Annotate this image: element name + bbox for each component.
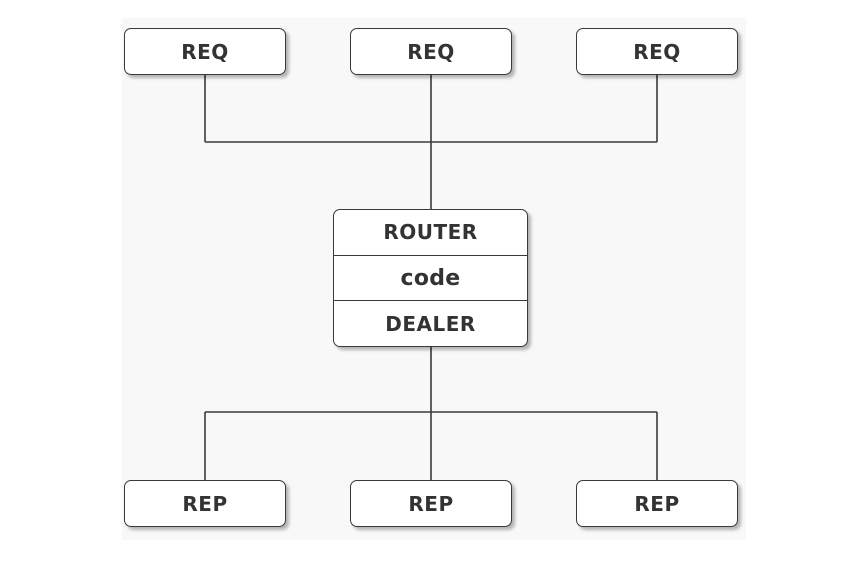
broker-backend: DEALER — [334, 300, 527, 346]
rep-node-1: REP — [124, 480, 286, 527]
req-node-label: REQ — [633, 39, 681, 64]
broker-code: code — [334, 254, 527, 301]
rep-node-label: REP — [408, 491, 454, 516]
broker-node: ROUTER code DEALER — [333, 209, 528, 347]
broker-frontend-label: ROUTER — [383, 220, 478, 245]
req-node-label: REQ — [181, 39, 229, 64]
rep-node-label: REP — [182, 491, 228, 516]
req-node-1: REQ — [124, 28, 286, 75]
rep-node-label: REP — [634, 491, 680, 516]
rep-node-2: REP — [350, 480, 512, 527]
rep-node-3: REP — [576, 480, 738, 527]
broker-backend-label: DEALER — [385, 311, 476, 336]
broker-code-label: code — [400, 265, 461, 291]
req-node-3: REQ — [576, 28, 738, 75]
req-node-2: REQ — [350, 28, 512, 75]
req-node-label: REQ — [407, 39, 455, 64]
broker-frontend: ROUTER — [334, 210, 527, 255]
